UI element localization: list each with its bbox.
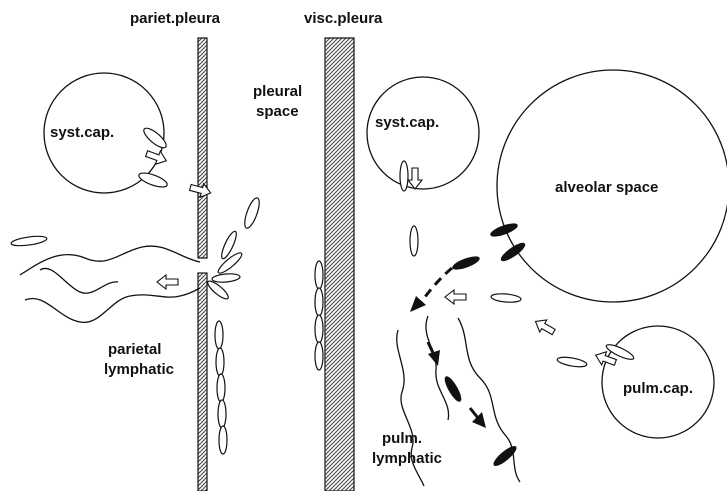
parietal-lymphatic-vessel-upper — [20, 246, 200, 275]
visceral-pleura-membrane — [325, 38, 354, 491]
parietal-pleura-lower-membrane — [198, 273, 207, 491]
pulm-lymphatic-vessel-middle — [426, 316, 449, 420]
pulm-lymphatic-vessel-right — [458, 318, 520, 482]
pulm-lymphatic-label-line1: pulm. — [382, 430, 422, 447]
alveolar-space-label: alveolar space — [555, 179, 658, 196]
pulm-lymphatic-label-line2: lymphatic — [372, 450, 442, 467]
parietal-lymphatic-vessel-middle — [40, 268, 118, 293]
parietal-pleura-label: pariet.pleura — [130, 10, 221, 27]
systemic-capillary-right-label: syst.cap. — [375, 114, 439, 131]
visceral-pleura-label: visc.pleura — [304, 10, 383, 27]
pulmonary-capillary-label: pulm.cap. — [623, 380, 693, 397]
fluid-particles-black — [443, 221, 527, 468]
parietal-lymphatic-label-line2: lymphatic — [104, 361, 174, 378]
black-dashed-arrows — [410, 268, 486, 428]
systemic-capillary-left-label: syst.cap. — [50, 124, 114, 141]
fluid-particles-white — [11, 125, 636, 454]
parietal-pleura-upper-membrane — [198, 38, 207, 258]
systemic-capillary-right — [367, 77, 479, 189]
parietal-lymphatic-vessel-lower — [25, 288, 200, 322]
pleural-space-label-line2: space — [256, 103, 299, 120]
pleural-space-label-line1: pleural — [253, 83, 302, 100]
parietal-lymphatic-label-line1: parietal — [108, 341, 161, 358]
